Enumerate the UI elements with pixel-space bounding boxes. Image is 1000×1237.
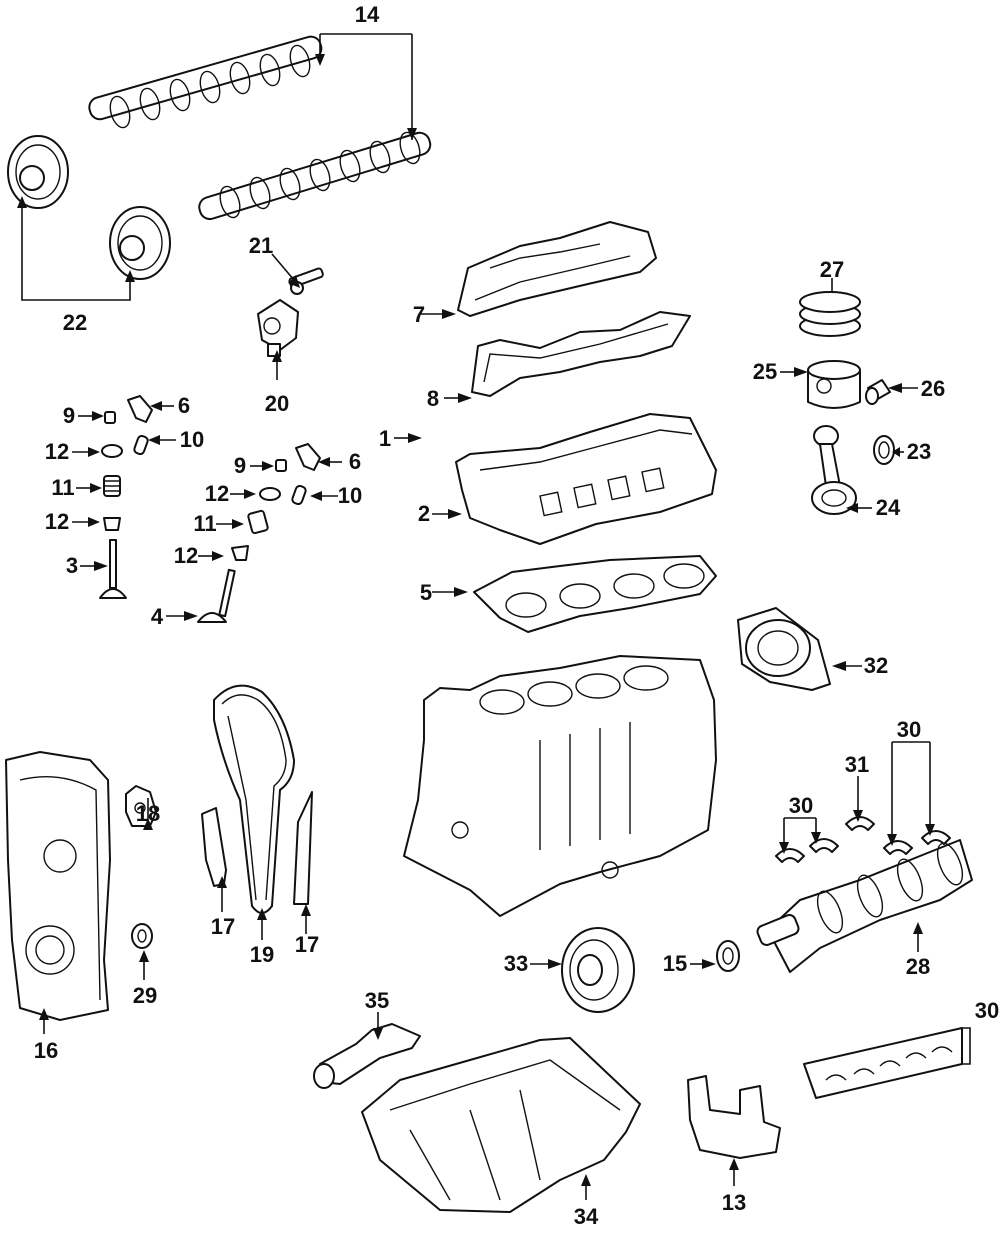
camshaft-lower [198, 131, 432, 221]
callout-30: 30 [789, 793, 813, 818]
callout-28: 28 [906, 954, 930, 979]
piston-rings [799, 291, 861, 337]
head-gasket [473, 555, 717, 633]
callout-leaders [17, 33, 971, 1200]
main-bearing-mid-a [775, 848, 805, 863]
timing-chain [213, 684, 295, 914]
callout-27: 27 [820, 257, 844, 282]
rocker-arm-left [127, 395, 153, 423]
callout-24: 24 [876, 495, 901, 520]
callout-10: 10 [180, 427, 204, 452]
callout-14: 14 [355, 2, 380, 27]
bearing-set [803, 1027, 963, 1099]
callout-32: 32 [864, 653, 888, 678]
callout-19: 19 [250, 942, 274, 967]
callout-12: 12 [45, 439, 69, 464]
rod-bearing [873, 435, 895, 465]
callout-35: 35 [365, 988, 389, 1013]
callout-33: 33 [504, 951, 528, 976]
callout-11: 11 [193, 511, 216, 536]
crank-sprocket [716, 940, 740, 972]
crankshaft-pulley [561, 927, 635, 1013]
valve-spring-right [247, 509, 269, 535]
connecting-rod [811, 425, 857, 515]
oil-pump-pickup [313, 1023, 421, 1089]
callout-31: 31 [845, 752, 869, 777]
exhaust-valve [197, 568, 236, 623]
timing-cover [5, 751, 111, 1021]
callout-17: 17 [295, 932, 319, 957]
rear-main-seal-retainer [737, 607, 831, 691]
intake-valve [99, 539, 127, 599]
callout-15: 15 [663, 951, 687, 976]
callout-18: 18 [136, 801, 160, 826]
valve-seal-right-upper [259, 487, 281, 501]
callout-17: 17 [211, 914, 235, 939]
callout-4: 4 [151, 604, 164, 629]
valve-seal-left-lower [103, 517, 121, 531]
callout-22: 22 [63, 310, 87, 335]
cam-phaser-upper [7, 135, 69, 209]
callout-23: 23 [907, 439, 931, 464]
callout-25: 25 [753, 359, 777, 384]
cam-phaser-lower [109, 206, 171, 280]
engine-block [403, 655, 717, 917]
callout-3: 3 [66, 553, 78, 578]
lash-adjuster-left [133, 434, 149, 456]
valve-seal-left-upper [101, 444, 123, 458]
callout-6: 6 [349, 449, 361, 474]
callout-13: 13 [722, 1190, 746, 1215]
callout-21: 21 [249, 233, 273, 258]
callout-6: 6 [178, 393, 190, 418]
callout-2: 2 [418, 501, 430, 526]
callout-1: 1 [379, 426, 391, 451]
callout-16: 16 [34, 1038, 58, 1063]
main-bearing-mid-b [809, 838, 839, 853]
main-bearing-upper-a [883, 840, 913, 855]
oil-control-solenoid [257, 299, 299, 357]
rocker-arm-right [295, 443, 321, 471]
front-cover-seal [131, 923, 153, 949]
valve-cover-gasket [471, 311, 691, 397]
callout-34: 34 [574, 1204, 599, 1229]
callout-10: 10 [338, 483, 362, 508]
callout-12: 12 [205, 481, 229, 506]
callout-9: 9 [234, 453, 246, 478]
oil-pan [361, 1037, 641, 1213]
callout-7: 7 [413, 302, 425, 327]
piston [807, 360, 861, 409]
callout-labels: 14 22 21 20 27 7 8 25 26 9 6 12 10 11 12… [34, 2, 999, 1229]
callout-5: 5 [420, 580, 432, 605]
valve-spring-left [103, 475, 121, 497]
callout-8: 8 [427, 386, 439, 411]
callout-11: 11 [51, 475, 74, 500]
cylinder-head [455, 413, 717, 545]
valve-seal-right-lower [231, 545, 249, 561]
callout-9: 9 [63, 403, 75, 428]
callout-20: 20 [265, 391, 289, 416]
chain-guide-right [293, 791, 313, 905]
crankshaft [756, 839, 973, 973]
main-bearing-cap [687, 1075, 781, 1159]
callout-30: 30 [897, 717, 921, 742]
piston-pin [865, 379, 891, 405]
valve-cover [457, 221, 657, 317]
callout-30: 30 [975, 998, 999, 1023]
lash-adjuster-right [291, 484, 307, 506]
callout-12: 12 [174, 543, 198, 568]
main-bearing-31 [845, 816, 875, 831]
keeper-right [275, 459, 287, 472]
callout-12: 12 [45, 509, 69, 534]
callout-29: 29 [133, 983, 157, 1008]
main-bearing-upper-b [921, 830, 951, 845]
callout-26: 26 [921, 376, 945, 401]
camshaft-upper [88, 35, 323, 129]
chain-guide-left [201, 807, 227, 887]
keeper-left [104, 411, 116, 424]
